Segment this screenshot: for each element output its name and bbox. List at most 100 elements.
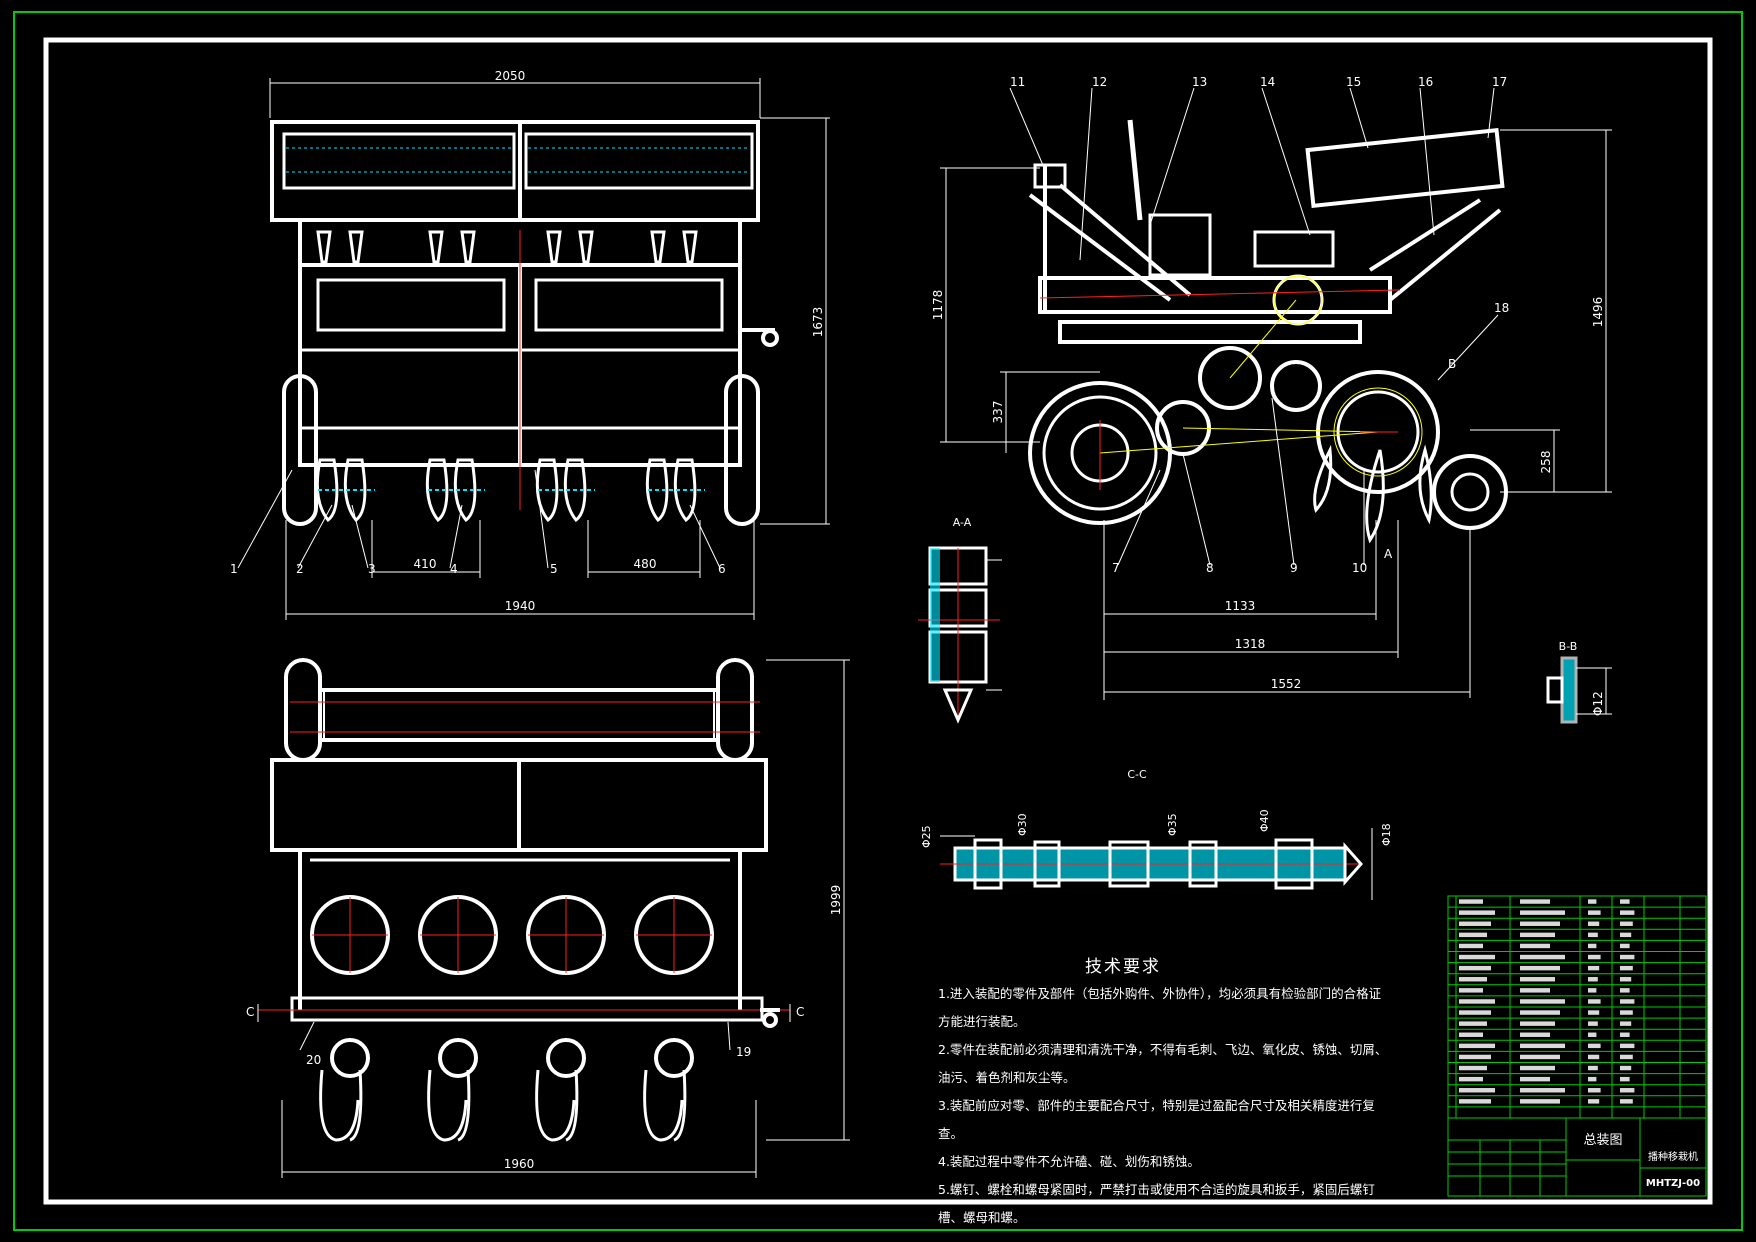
parts-list-cell-mark (1520, 1099, 1560, 1104)
part-number-4: 4 (450, 562, 458, 576)
parts-list-cell-mark (1459, 965, 1491, 971)
tech-requirements-title: 技术要求 (1085, 957, 1161, 977)
parts-list-cell-mark (1459, 1021, 1487, 1026)
parts-list-cell-mark (1620, 899, 1630, 904)
dim-cc-d2: Φ30 (1016, 813, 1029, 836)
parts-list-cell-mark (1520, 921, 1560, 926)
dim-front-spacing-right: 480 (634, 557, 657, 571)
dim-front-height: 1673 (811, 307, 825, 338)
section-marker-a: A (1384, 547, 1393, 561)
drawing-title: 总装图 (1583, 1133, 1622, 1148)
side-view-labels: 11 12 13 14 15 16 17 18 7 8 9 10 1178 33… (931, 75, 1605, 691)
parts-list-cell-mark (1620, 932, 1632, 938)
parts-list-cell-mark (1459, 1076, 1483, 1082)
section-cc-label: C-C (1127, 768, 1147, 781)
parts-list-cells (1459, 899, 1635, 1104)
plan-view (257, 658, 850, 1178)
parts-list-cell-mark (1459, 932, 1487, 938)
part-number-16: 16 (1418, 75, 1433, 89)
parts-list-cell-mark (1620, 999, 1635, 1004)
parts-list-cell-mark (1588, 1043, 1601, 1049)
front-view (237, 78, 830, 620)
drawing-number: MHTZJ-00 (1646, 1178, 1700, 1189)
parts-list-cell-mark (1520, 910, 1565, 915)
parts-list-cell-mark (1588, 1088, 1601, 1093)
part-number-13: 13 (1192, 75, 1207, 89)
title-block (1447, 1117, 1707, 1197)
part-number-6: 6 (718, 562, 726, 576)
parts-list-cell-mark (1588, 943, 1597, 949)
parts-list-cell-mark (1588, 954, 1601, 960)
part-number-9: 9 (1290, 561, 1298, 575)
section-marker-c-left: C (246, 1005, 254, 1019)
parts-list-cell-mark (1588, 977, 1598, 982)
tech-requirements: 1.进入装配的零件及部件（包括外购件、外协件），均必须具有检验部门的合格证方能进… (938, 980, 1388, 1232)
parts-list-cell-mark (1520, 988, 1550, 993)
tech-item-2: 2.零件在装配前必须清理和清洗干净，不得有毛刺、飞边、氧化皮、锈蚀、切屑、油污、… (938, 1042, 1388, 1085)
parts-list-cell-mark (1620, 1076, 1630, 1082)
plan-view-labels: 1999 1960 C C 20 19 (246, 885, 843, 1171)
parts-list-cell-mark (1620, 1065, 1632, 1071)
section-bb-label: B-B (1559, 640, 1578, 653)
part-number-10: 10 (1352, 561, 1367, 575)
dim-side-len-2: 1318 (1235, 637, 1266, 651)
parts-list-cell-mark (1459, 1032, 1483, 1037)
parts-list-cell-mark (1588, 1065, 1598, 1071)
section-aa-label: A-A (953, 516, 972, 529)
parts-list-cell-mark (1520, 1043, 1565, 1049)
dim-side-wheel-height: 337 (991, 401, 1005, 424)
parts-list-cell-mark (1520, 1076, 1550, 1082)
side-view (940, 87, 1612, 700)
dim-cc-d3: Φ35 (1166, 813, 1179, 836)
section-aa (918, 546, 1002, 724)
tech-item-4: 4.装配过程中零件不允许磕、碰、划伤和锈蚀。 (938, 1154, 1200, 1169)
parts-list-cell-mark (1620, 988, 1630, 993)
dim-side-len-3: 1552 (1271, 677, 1302, 691)
section-bb (1546, 656, 1612, 724)
part-number-15: 15 (1346, 75, 1361, 89)
parts-list-cell-mark (1520, 1010, 1560, 1015)
section-cc-labels: C-C Φ25 Φ30 Φ35 Φ40 Φ18 (920, 768, 1393, 848)
part-number-5: 5 (550, 562, 558, 576)
parts-list-cell-mark (1520, 943, 1550, 949)
parts-list-cell-mark (1459, 988, 1483, 993)
parts-list-cell-mark (1588, 932, 1598, 938)
parts-list-cell-mark (1520, 899, 1550, 904)
parts-list-cell-mark (1520, 932, 1555, 938)
dim-front-width-top: 2050 (495, 69, 526, 83)
parts-list-cell-mark (1588, 965, 1600, 971)
part-number-14: 14 (1260, 75, 1275, 89)
parts-list-cell-mark (1459, 899, 1483, 904)
part-number-1: 1 (230, 562, 238, 576)
parts-list-cell-mark (1588, 999, 1601, 1004)
parts-list-cell-mark (1459, 943, 1483, 949)
part-number-7: 7 (1112, 561, 1120, 575)
part-number-19: 19 (736, 1045, 751, 1059)
part-number-2: 2 (296, 562, 304, 576)
tech-item-1: 1.进入装配的零件及部件（包括外购件、外协件），均必须具有检验部门的合格证方能进… (938, 986, 1382, 1029)
front-view-labels: 2050 1673 1940 410 480 1 2 3 4 5 6 (230, 69, 825, 613)
parts-list-cell-mark (1459, 1043, 1495, 1049)
part-number-3: 3 (368, 562, 376, 576)
parts-list-cell-mark (1620, 1088, 1635, 1093)
parts-list-cell-mark (1588, 1032, 1597, 1037)
parts-list-cell-mark (1588, 1010, 1600, 1015)
parts-list-cell-mark (1520, 1021, 1555, 1026)
tech-item-3: 3.装配前应对零、部件的主要配合尺寸，特别是过盈配合尺寸及相关精度进行复查。 (938, 1098, 1375, 1141)
parts-list-cell-mark (1620, 1010, 1633, 1015)
dim-bb-diameter: Φ12 (1591, 691, 1605, 716)
parts-list-cell-mark (1620, 921, 1633, 926)
parts-list-cell-mark (1459, 954, 1495, 960)
plan-view-centerlines (312, 897, 712, 973)
parts-list-cell-mark (1588, 921, 1600, 926)
parts-list-cell-mark (1620, 1099, 1633, 1104)
parts-list-cell-mark (1520, 999, 1565, 1004)
parts-list-cell-mark (1588, 1099, 1600, 1104)
part-number-18: 18 (1494, 301, 1509, 315)
dim-cc-d5: Φ18 (1380, 823, 1393, 846)
parts-list (1447, 895, 1707, 1119)
parts-list-cell-mark (1620, 965, 1633, 971)
parts-list-cell-mark (1459, 1065, 1487, 1071)
parts-list-cell-mark (1520, 965, 1560, 971)
